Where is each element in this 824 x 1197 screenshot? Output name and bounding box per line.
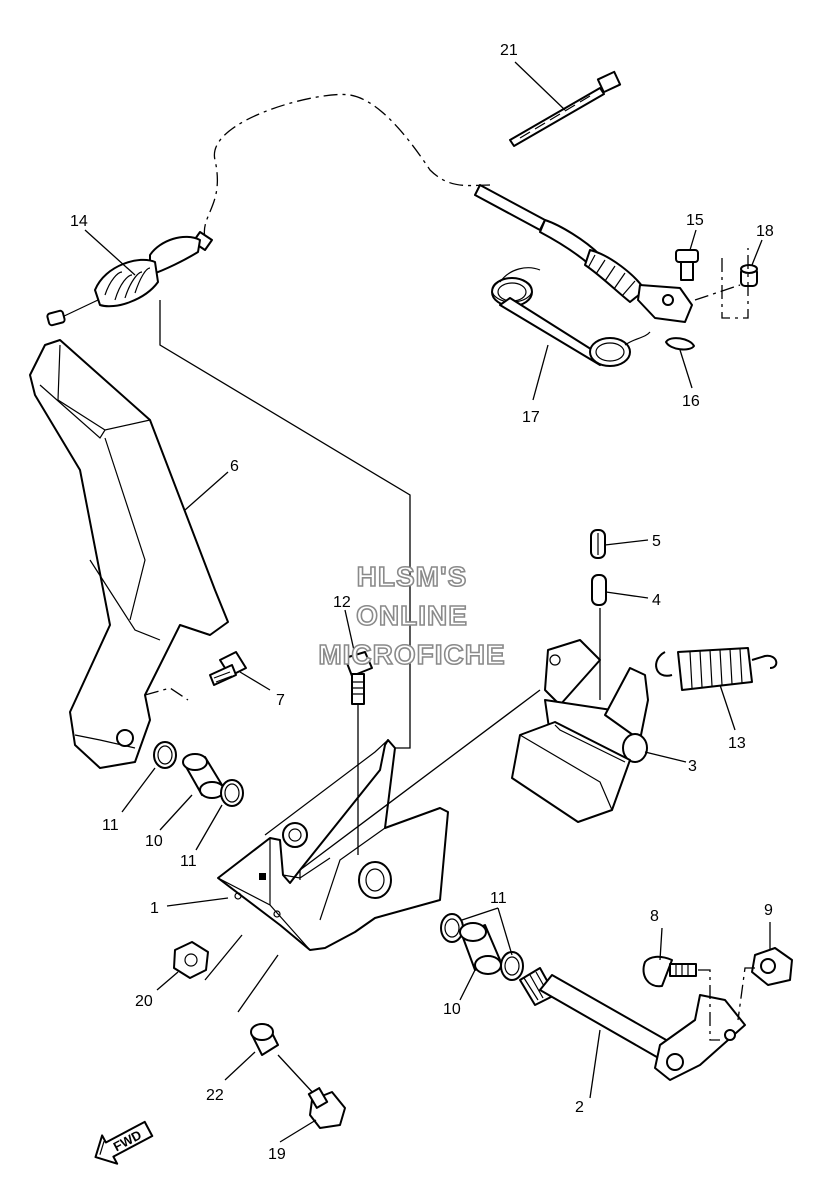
callout-3: 3 (688, 758, 697, 775)
pedal-mount-leader (144, 687, 189, 701)
part-8-bolt (642, 955, 697, 988)
callout-5: 5 (652, 533, 661, 550)
watermark-line-2: ONLINE (356, 600, 468, 631)
part-22-collar (250, 1023, 279, 1056)
callout-7: 7 (276, 692, 285, 709)
callout-10-right: 10 (443, 1001, 461, 1018)
collar-22-to-bolt-19-line (277, 1054, 316, 1096)
part-14-cable-far-end (474, 184, 693, 323)
callout-11-right: 11 (490, 890, 507, 907)
cable-routing-line (203, 93, 491, 239)
watermark-line-1: HLSM'S (357, 561, 468, 592)
part-21-cable-tie (509, 70, 622, 147)
callout-9: 9 (764, 902, 773, 919)
part-20-nut (173, 941, 209, 979)
lever-to-bracket-line (299, 689, 541, 871)
part-6-accelerator-pedal (29, 339, 229, 769)
callout-19: 19 (268, 1146, 286, 1163)
callout-20: 20 (135, 993, 153, 1010)
part-15-pin (675, 249, 699, 281)
part-13-tension-spring (655, 647, 778, 691)
callout-2: 2 (575, 1099, 584, 1116)
callout-10-left: 10 (145, 833, 163, 850)
part-10-bushing-left (182, 753, 225, 799)
part-14-throttle-cable (46, 231, 213, 327)
part-11-o-ring-right-b (500, 951, 524, 981)
callout-22: 22 (206, 1087, 224, 1104)
callout-14: 14 (70, 213, 88, 230)
part-17-torsion-spring (491, 267, 651, 367)
part-5-spring-pin (590, 529, 606, 559)
part-2-pedal-shaft (519, 967, 746, 1081)
callout-1: 1 (150, 900, 159, 917)
cable-to-bracket-line (159, 300, 411, 749)
callout-4: 4 (652, 592, 661, 609)
callout-11-left-a: 11 (102, 817, 119, 834)
callout-18: 18 (756, 223, 774, 240)
callout-16: 16 (682, 393, 700, 410)
callout-21: 21 (500, 42, 518, 59)
callout-11-left-b: 11 (180, 853, 197, 870)
part-7-bolt (209, 651, 247, 686)
callout-12: 12 (333, 594, 351, 611)
part-11-o-ring-left-b-inner (224, 783, 240, 803)
part-18-collar (740, 264, 758, 287)
nut-9-assembly-line (737, 967, 755, 1021)
part-4-pin (591, 574, 607, 606)
callout-13: 13 (728, 735, 746, 752)
watermark-line-3: MICROFICHE (318, 639, 505, 670)
collar-22-assembly-line (237, 954, 279, 1013)
part-16-clip (665, 337, 695, 351)
fwd-direction-arrow: FWD (94, 1120, 154, 1165)
part-9-nut (751, 947, 793, 986)
part-10-bushing-right (459, 922, 502, 975)
part-19-bolt (307, 1087, 346, 1129)
part-11-o-ring-left-a-inner (157, 745, 173, 765)
part-11-o-ring-right-b-inner (504, 956, 520, 976)
part-11-o-ring-right-a (440, 913, 464, 943)
callout-leaders (84, 61, 771, 1143)
callout-8: 8 (650, 908, 659, 925)
part-15-18-assembly-bracket (694, 248, 749, 319)
part-3-lever (511, 639, 649, 823)
part-11-o-ring-right-a-inner (444, 918, 460, 938)
callout-17: 17 (522, 409, 540, 426)
callout-6: 6 (230, 458, 239, 475)
nut-20-assembly-line (204, 934, 243, 981)
callout-15: 15 (686, 212, 704, 229)
bolt-8-assembly-line (698, 969, 720, 1041)
